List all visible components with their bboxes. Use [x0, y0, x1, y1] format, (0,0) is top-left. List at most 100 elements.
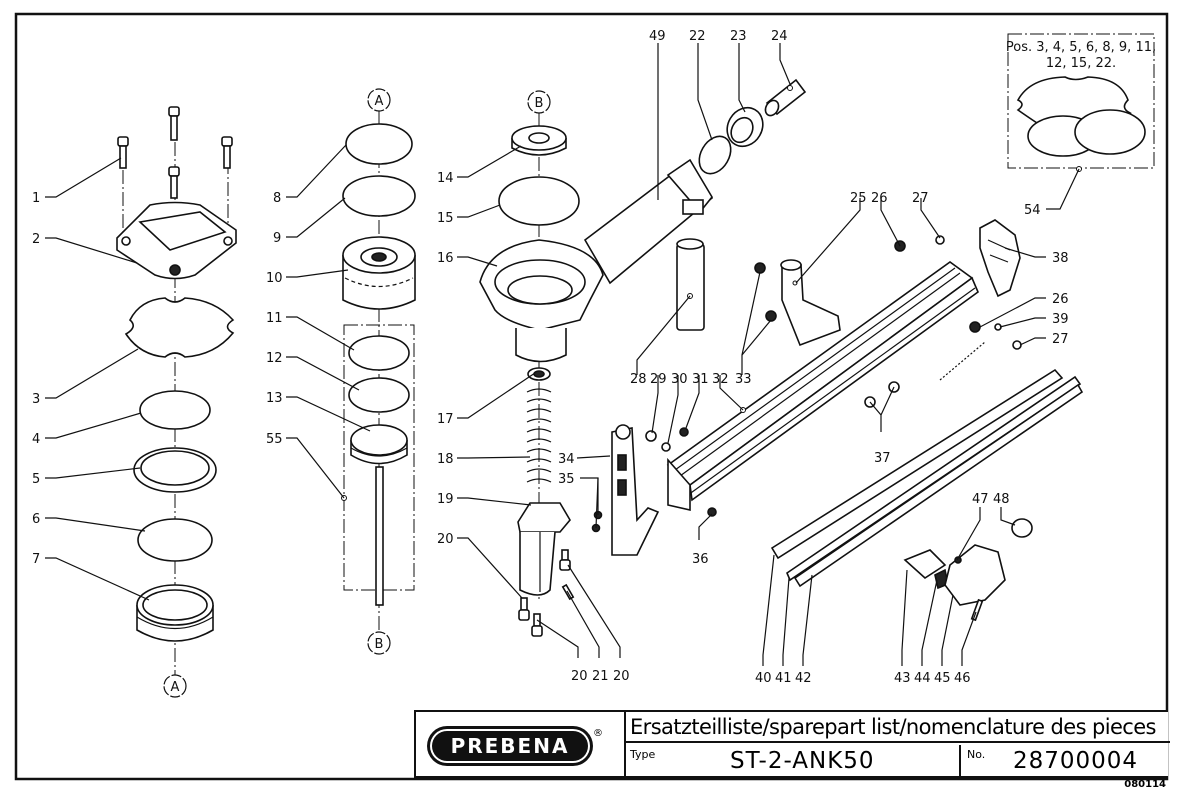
callout-48: 48 — [993, 492, 1010, 507]
ring-part-9 — [342, 175, 416, 217]
type-value: ST-2-ANK50 — [730, 748, 875, 774]
callout-4: 4 — [32, 432, 40, 447]
screw-part-27a — [935, 235, 945, 245]
callout-31: 31 — [692, 372, 709, 387]
svg-text:B: B — [375, 637, 384, 652]
callout-1: 1 — [32, 191, 40, 206]
callout-10: 10 — [266, 271, 283, 286]
nut-part-33a — [754, 262, 766, 274]
callout-44: 44 — [914, 671, 931, 686]
callout-55: 55 — [266, 432, 283, 447]
callout-39: 39 — [1052, 312, 1069, 327]
callout-34: 34 — [558, 452, 575, 467]
callout-20-bottom-a: 20 — [571, 669, 588, 684]
latch-part-38 — [979, 219, 1021, 298]
title-block: PREBENA ® Ersatzteilliste/sparepart list… — [414, 710, 1170, 778]
callout-20-bottom-b: 20 — [613, 669, 630, 684]
tube-part-28 — [676, 238, 705, 331]
document-code: 080114 — [1124, 779, 1166, 790]
screw-part-27b — [1012, 340, 1022, 350]
nut-part-36 — [707, 507, 717, 517]
callout-37: 37 — [874, 451, 891, 466]
fitting-part-23 — [726, 106, 764, 148]
o-ring-part-12 — [348, 377, 410, 413]
callout-17: 17 — [437, 412, 454, 427]
drawing-frame — [14, 12, 1169, 781]
callout-3: 3 — [32, 392, 40, 407]
callout-40: 40 — [755, 671, 772, 686]
svg-text:A: A — [171, 680, 180, 695]
brand-logo-cell: PREBENA ® — [416, 712, 626, 778]
callout-27-right: 27 — [1052, 332, 1069, 347]
callout-26-top: 26 — [871, 191, 888, 206]
callout-12: 12 — [266, 351, 283, 366]
seal-ring-part-5 — [133, 447, 217, 493]
number-caption: No. — [967, 748, 986, 761]
callout-16: 16 — [437, 251, 454, 266]
callout-35: 35 — [558, 472, 575, 487]
callout-47: 47 — [972, 492, 989, 507]
callout-6: 6 — [32, 512, 40, 527]
callout-49: 49 — [649, 29, 666, 44]
callout-26-right: 26 — [1052, 292, 1069, 307]
piston-driver-part-13 — [350, 424, 408, 606]
callout-23: 23 — [730, 29, 747, 44]
callout-32: 32 — [712, 372, 729, 387]
callout-54: 54 — [1024, 203, 1041, 218]
registered-mark: ® — [593, 728, 603, 739]
document-title: Ersatzteilliste/sparepart list/nomenclat… — [626, 712, 1170, 743]
callout-28: 28 — [630, 372, 647, 387]
number-value: 28700004 — [1013, 748, 1139, 774]
magazine-rail-part-32 — [666, 261, 979, 512]
svg-text:B: B — [535, 96, 544, 111]
handle-part-49 — [583, 158, 714, 285]
callout-2: 2 — [32, 232, 40, 247]
callout-labels: 1 2 3 4 5 6 7 8 9 10 11 12 13 55 14 15 1… — [32, 29, 1069, 686]
bushing-part-29 — [645, 430, 657, 442]
callout-38: 38 — [1052, 251, 1069, 266]
brand-logo: PREBENA — [430, 729, 590, 763]
callout-5: 5 — [32, 472, 40, 487]
callout-43: 43 — [894, 671, 911, 686]
svg-text:A: A — [375, 94, 384, 109]
spring-part-39b — [939, 341, 986, 381]
callout-29: 29 — [650, 372, 667, 387]
number-cell: No. 28700004 — [963, 745, 1170, 778]
nose-guide-part-34 — [611, 424, 660, 556]
column-housing — [479, 78, 807, 637]
callout-42: 42 — [795, 671, 812, 686]
leader-lines — [45, 43, 1080, 666]
nut-part-33b — [765, 310, 777, 322]
nose-part-19 — [517, 502, 571, 596]
seal-kit-box-part-54: Pos. 3, 4, 5, 6, 8, 9, 11, 12, 15, 22. — [1006, 33, 1156, 172]
callout-19: 19 — [437, 492, 454, 507]
callout-45: 45 — [934, 671, 951, 686]
callout-9: 9 — [273, 231, 281, 246]
washer-part-30 — [661, 442, 671, 452]
air-coupler-part-24 — [764, 78, 807, 117]
pusher-assembly-parts-43-48 — [903, 518, 1033, 622]
callout-30: 30 — [671, 372, 688, 387]
bumper-part-17 — [527, 367, 551, 381]
callout-46: 46 — [954, 671, 971, 686]
o-ring-part-4 — [139, 390, 211, 430]
bracket-part-25 — [780, 259, 841, 347]
callout-14: 14 — [437, 171, 454, 186]
brand-name: PREBENA — [450, 734, 570, 758]
connector-a-top-mid: A — [367, 88, 391, 112]
callout-11: 11 — [266, 311, 283, 326]
column-piston — [341, 110, 416, 630]
pusher-rods-parts-41-42 — [786, 375, 1084, 588]
cylinder-cap-part-2 — [116, 201, 237, 280]
type-cell: Type ST-2-ANK50 — [626, 745, 961, 778]
valve-body-part-10 — [342, 236, 416, 310]
connector-a-bottom-left: A — [163, 674, 187, 698]
kit-box-line-2: 12, 15, 22. — [1046, 56, 1116, 71]
callout-33: 33 — [735, 372, 752, 387]
callout-15: 15 — [437, 211, 454, 226]
callout-24: 24 — [771, 29, 788, 44]
callout-27-top: 27 — [912, 191, 929, 206]
o-ring-part-8 — [345, 123, 413, 165]
magazine-assembly — [591, 219, 1084, 622]
